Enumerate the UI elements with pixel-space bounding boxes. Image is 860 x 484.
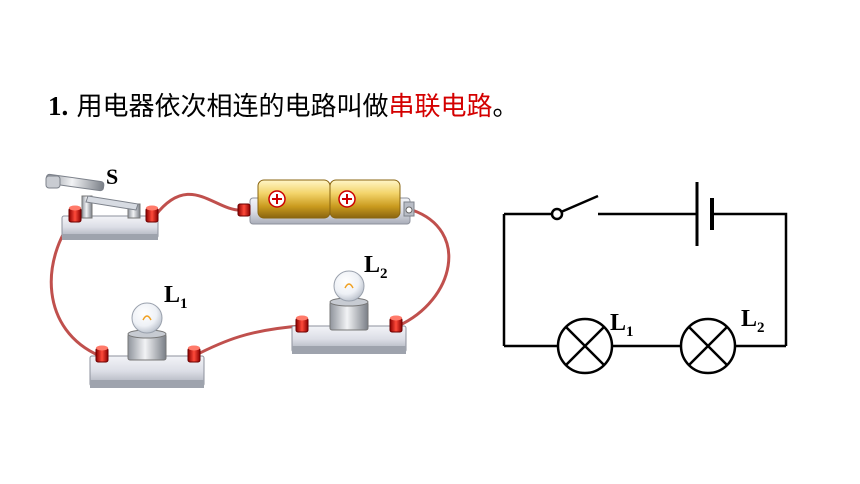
knife-switch	[45, 173, 159, 240]
lamp1-photo	[89, 302, 205, 388]
switch-blade	[560, 194, 599, 214]
lamp2-schematic-sub: 2	[757, 320, 765, 336]
lamp2-terminal-left	[295, 315, 309, 333]
lamp1-terminal-left	[95, 345, 109, 363]
heading: 1. 用电器依次相连的电路叫做串联电路。	[48, 86, 519, 123]
lamp1-terminal-right	[187, 345, 201, 363]
lamp1-schematic-letter: L	[610, 310, 626, 336]
battery-cell-1	[257, 179, 331, 219]
lamp1-schematic-sub: 1	[626, 324, 634, 340]
heading-highlight: 串联电路	[388, 92, 493, 122]
lamp1-photo-sub: 1	[180, 296, 188, 312]
heading-number: 1	[48, 91, 62, 121]
lamp2-terminal-right	[389, 315, 403, 333]
wire-battery-lamp2	[396, 208, 451, 328]
switch-terminal-right	[145, 205, 159, 223]
lamp2-photo-sub: 2	[380, 266, 388, 282]
switch-pivot	[550, 207, 564, 221]
wire-lamp2-lamp1	[192, 324, 302, 358]
schematic-wire-top-c	[712, 212, 788, 346]
wire-switch-battery	[153, 192, 244, 218]
heading-text: 用电器依次相连的电路叫做	[76, 92, 389, 122]
lamp2-photo	[291, 270, 407, 354]
lamp2-schematic-label: L2	[741, 306, 765, 336]
lamp1-symbol	[556, 317, 614, 375]
schematic	[502, 182, 788, 375]
lamp2-schematic-letter: L	[741, 306, 757, 332]
heading-end: 。	[492, 92, 519, 122]
lamp1-photo-letter: L	[164, 282, 180, 308]
lamp2-symbol	[679, 317, 737, 375]
battery-pack	[237, 179, 415, 225]
switch-label: S	[106, 164, 118, 189]
lamp2-photo-letter: L	[364, 252, 380, 278]
battery-cell-2	[329, 179, 401, 219]
lamp1-photo-label: L1	[164, 282, 188, 312]
lamp2-photo-label: L2	[364, 252, 388, 282]
switch-terminal-left	[68, 205, 82, 223]
lamp1-schematic-label: L1	[610, 310, 634, 340]
heading-separator: .	[61, 91, 69, 121]
